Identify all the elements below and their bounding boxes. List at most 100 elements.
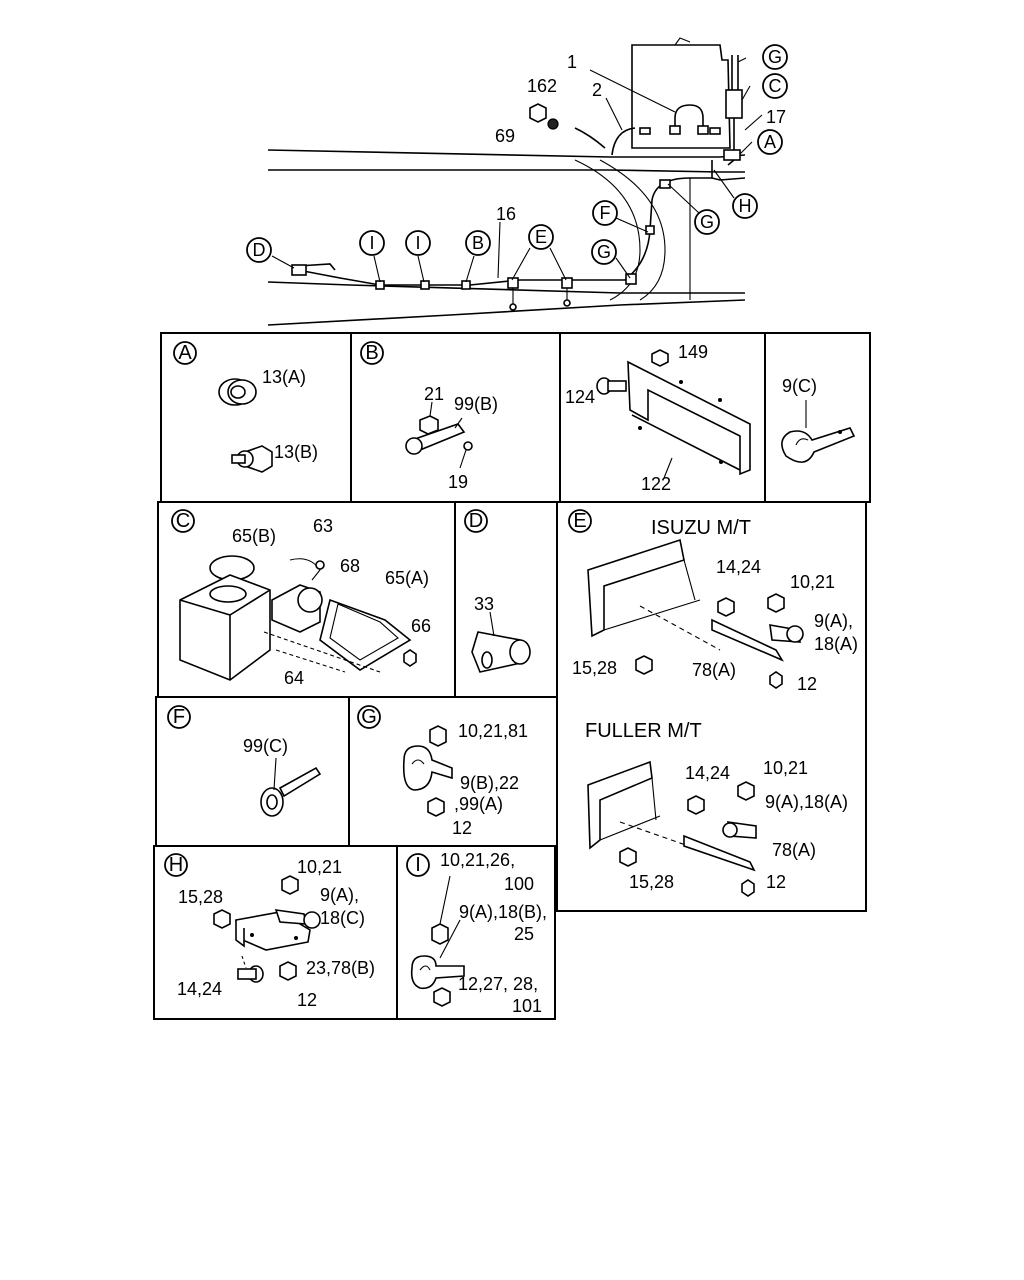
panel-label-i: I — [415, 854, 421, 876]
part-label: 9(A),18(A) — [765, 792, 848, 812]
part-label: 13(B) — [274, 442, 318, 462]
part-label: 149 — [678, 342, 708, 362]
part-label: 15,28 — [629, 872, 674, 892]
panel-label-f: F — [173, 706, 185, 728]
part-label: 9(A),18(B), — [459, 902, 547, 922]
callout-circle-g: G — [694, 209, 720, 235]
part-label: 15,28 — [572, 658, 617, 678]
part-label: 33 — [474, 594, 494, 614]
part-label: 12 — [797, 674, 817, 694]
part-label: 15,28 — [178, 887, 223, 907]
detail-panel-i: I 10,21,26, 100 9(A),18(B), 25 12,27, 28… — [406, 850, 547, 1016]
part-label: 9(A), — [814, 611, 853, 631]
svg-text:C: C — [769, 76, 782, 96]
callout-1: 1 — [567, 52, 577, 72]
detail-panel-f: F 99(C) — [167, 705, 322, 817]
callout-circle-f: F — [592, 200, 618, 226]
part-label: 10,21,26, — [440, 850, 515, 870]
svg-text:H: H — [739, 196, 752, 216]
callout-circle-g: G — [762, 44, 788, 70]
part-label: 124 — [565, 387, 595, 407]
part-label: 10,21,81 — [458, 721, 528, 741]
svg-text:B: B — [472, 233, 484, 253]
callout-circle-a: A — [757, 129, 783, 155]
part-label: 10,21 — [297, 857, 342, 877]
svg-text:I: I — [415, 233, 420, 253]
svg-text:E: E — [535, 227, 547, 247]
svg-text:G: G — [597, 242, 611, 262]
part-label: 23,78(B) — [306, 958, 375, 978]
part-label: 12,27, 28, — [458, 974, 538, 994]
section-title-fuller: FULLER M/T — [585, 720, 702, 742]
part-label: 12 — [297, 990, 317, 1010]
part-label: 25 — [514, 924, 534, 944]
part-label: 78(A) — [772, 840, 816, 860]
part-label: 100 — [504, 874, 534, 894]
callout-162: 162 — [527, 76, 557, 96]
callout-circle-g: G — [591, 239, 617, 265]
panel-label-c: C — [176, 510, 190, 532]
main-assembly: 1 2 162 69 17 16 G C A H G F G D I I B E — [246, 37, 788, 326]
part-label: 21 — [424, 384, 444, 404]
callout-17: 17 — [766, 107, 786, 127]
panel-label-a: A — [178, 342, 192, 364]
callout-circle-c: C — [762, 73, 788, 99]
detail-panel-clip: 9(C) — [781, 376, 856, 463]
callout-circle-b: B — [465, 230, 491, 256]
part-label: 65(A) — [385, 568, 429, 588]
part-label: 10,21 — [790, 572, 835, 592]
part-label: 78(A) — [692, 660, 736, 680]
part-label: 13(A) — [262, 367, 306, 387]
part-label: 14,24 — [685, 763, 730, 783]
part-label: 9(B),22 — [460, 773, 519, 793]
part-label: 9(C) — [782, 376, 817, 396]
bolt-69 — [529, 103, 559, 130]
part-label: 10,21 — [763, 758, 808, 778]
part-label: 99(B) — [454, 394, 498, 414]
part-label: 122 — [641, 474, 671, 494]
panel-label-b: B — [365, 342, 378, 364]
part-label: 12 — [452, 818, 472, 838]
panel-label-d: D — [469, 510, 483, 532]
part-label: 18(C) — [320, 908, 365, 928]
part-label: 101 — [512, 996, 542, 1016]
callout-circle-h: H — [732, 193, 758, 219]
part-label: 14,24 — [716, 557, 761, 577]
part-label: 68 — [340, 556, 360, 576]
part-label: 12 — [766, 872, 786, 892]
panel-label-e: E — [573, 510, 586, 532]
part-label: 65(B) — [232, 526, 276, 546]
part-label: 18(A) — [814, 634, 858, 654]
svg-text:A: A — [764, 132, 776, 152]
part-label: 63 — [313, 516, 333, 536]
callout-circle-i: I — [359, 230, 385, 256]
section-title-isuzu: ISUZU M/T — [651, 517, 751, 539]
panel-label-h: H — [169, 854, 183, 876]
callout-2: 2 — [592, 80, 602, 100]
part-label: 66 — [411, 616, 431, 636]
detail-panel-g: G 10,21,81 9(B),22 ,99(A) 12 — [357, 705, 528, 838]
callout-16: 16 — [496, 204, 516, 224]
callout-69: 69 — [495, 126, 515, 146]
callout-circle-i: I — [405, 230, 431, 256]
panel-label-g: G — [361, 706, 377, 728]
detail-panel-c: C 65(B) 63 68 65(A) 66 64 — [171, 509, 431, 688]
detail-panel-e: E ISUZU M/T 14,24 10,21 9(A), 18(A) 15,2… — [568, 509, 858, 897]
part-label: 19 — [448, 472, 468, 492]
part-label: 99(C) — [243, 736, 288, 756]
detail-panel-h: H 10,21 15,28 9(A), 18(C) 23,78(B) 14,24… — [164, 853, 375, 1010]
detail-panel-d: D 33 — [464, 509, 531, 673]
detail-panel-b: B 21 99(B) 19 — [360, 341, 498, 492]
callout-circle-d: D — [246, 237, 272, 263]
svg-text:G: G — [768, 47, 782, 67]
part-label: 9(A), — [320, 885, 359, 905]
detail-panel-a: A 13(A) 13(B) — [173, 341, 318, 473]
part-label: 14,24 — [177, 979, 222, 999]
detail-grid — [153, 332, 871, 1020]
part-label: ,99(A) — [454, 794, 503, 814]
detail-panel-bracket: 124 149 122 — [565, 342, 751, 494]
callout-circle-e: E — [528, 224, 554, 250]
svg-text:I: I — [369, 233, 374, 253]
part-label: 64 — [284, 668, 304, 688]
